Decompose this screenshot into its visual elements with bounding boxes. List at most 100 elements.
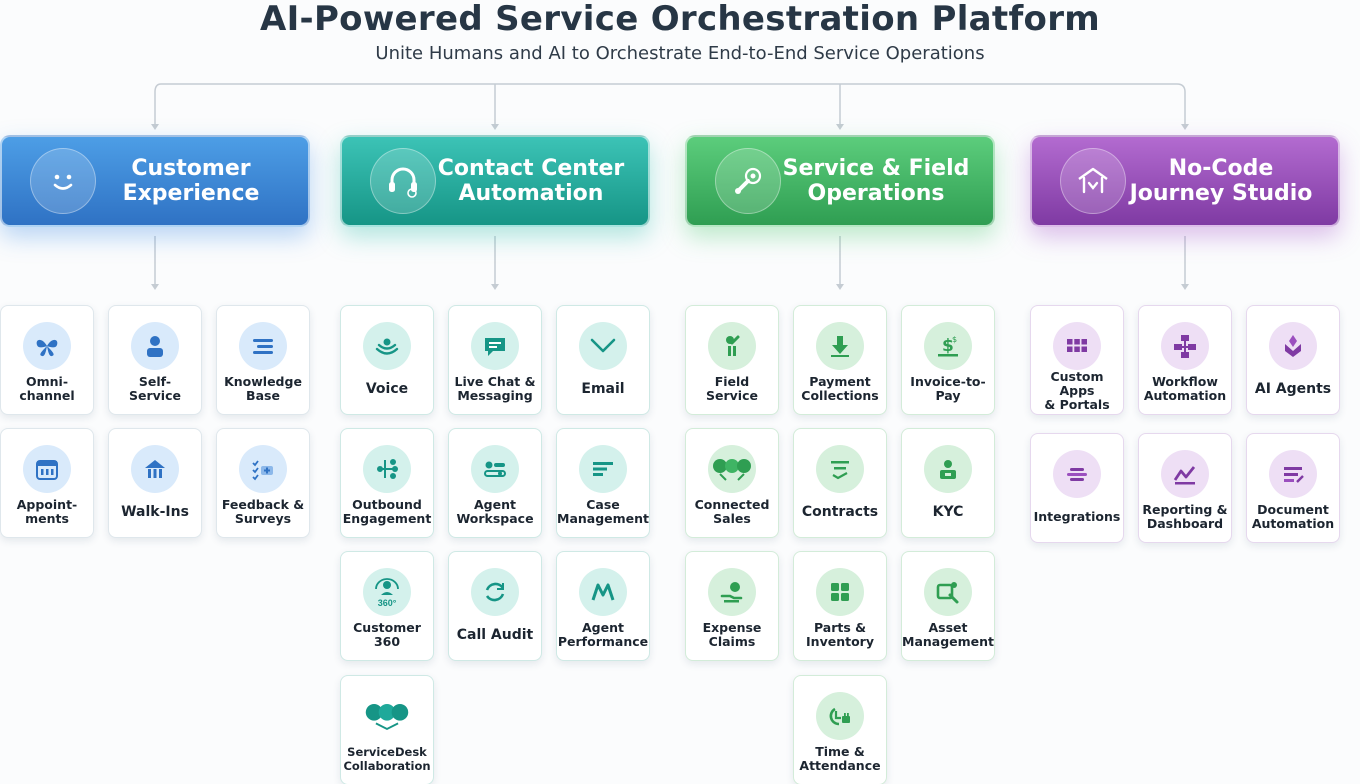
person-icon [131, 322, 179, 370]
pillar-label: No-Code Journey Studio [1129, 156, 1313, 206]
card-expense-claims[interactable]: Expense Claims [685, 551, 779, 661]
case-lines-icon [579, 445, 627, 493]
card-label: Document Automation [1251, 502, 1335, 531]
card-label: Workflow Automation [1143, 374, 1227, 403]
card-payment-collections[interactable]: Payment Collections [793, 305, 887, 415]
card-time-attendance[interactable]: Time & Attendance [793, 675, 887, 784]
card-integrations[interactable]: Integrations [1030, 433, 1124, 543]
performance-m-icon [579, 568, 627, 616]
connector-left-corner [154, 83, 162, 124]
card-custom-apps-portals[interactable]: Custom Apps & Portals [1030, 305, 1124, 415]
card-customer-360[interactable]: 360° Customer 360 [340, 551, 434, 661]
card-label: Voice [365, 381, 409, 397]
pillar-contact-center-automation[interactable]: Contact Center Automation [340, 135, 650, 227]
card-email[interactable]: Email [556, 305, 650, 415]
smiley-face-icon [30, 148, 96, 214]
card-voice[interactable]: Voice [340, 305, 434, 415]
page-title: AI-Powered Service Orchestration Platfor… [259, 0, 1101, 39]
card-ai-agents[interactable]: AI Agents [1246, 305, 1340, 415]
card-live-chat[interactable]: Live Chat & Messaging [448, 305, 542, 415]
card-label: Feedback & Surveys [221, 497, 305, 526]
id-person-icon [924, 445, 972, 493]
workspace-toggle-icon [471, 445, 519, 493]
card-call-audit[interactable]: Call Audit [448, 551, 542, 661]
card-label: Omni- channel [19, 374, 75, 403]
card-label: Email [581, 381, 625, 397]
grid-blocks-icon [816, 568, 864, 616]
card-case-management[interactable]: Case Management [556, 428, 650, 538]
card-label: Field Service [706, 374, 758, 403]
chart-line-icon [1161, 450, 1209, 498]
contract-doc-icon [816, 445, 864, 493]
card-label: Parts & Inventory [806, 620, 874, 649]
card-label: Live Chat & Messaging [454, 374, 536, 403]
card-label: Asset Management [902, 620, 995, 649]
headset-icon [370, 148, 436, 214]
customer-360-badge: 360° [377, 597, 397, 608]
journey-house-icon [1060, 148, 1126, 214]
card-servicedesk-collaboration[interactable]: ServiceDesk Collaboration [340, 675, 434, 784]
card-omnichannel[interactable]: Omni- channel [0, 305, 94, 415]
voice-waves-icon [363, 322, 411, 370]
ai-agent-icon [1269, 322, 1317, 370]
card-label: Connected Sales [694, 497, 770, 526]
card-feedback-surveys[interactable]: Feedback & Surveys [216, 428, 310, 538]
card-label: ServiceDesk Collaboration [343, 745, 431, 773]
knowledge-list-icon [239, 322, 287, 370]
card-field-service[interactable]: Field Service [685, 305, 779, 415]
connected-people-icon [708, 445, 756, 493]
card-label: Walk-Ins [121, 504, 189, 520]
card-label: AI Agents [1254, 381, 1332, 397]
svg-text:$: $ [952, 335, 957, 344]
store-icon [131, 445, 179, 493]
refresh-cycle-icon [471, 568, 519, 616]
expense-hand-icon [708, 568, 756, 616]
card-agent-performance[interactable]: Agent Performance [556, 551, 650, 661]
card-workflow-automation[interactable]: Workflow Automation [1138, 305, 1232, 415]
card-self-service[interactable]: Self- Service [108, 305, 202, 415]
pillar-customer-experience[interactable]: Customer Experience [0, 135, 310, 227]
page-subtitle: Unite Humans and AI to Orchestrate End-t… [375, 43, 985, 64]
card-kyc[interactable]: KYC [901, 428, 995, 538]
card-label: Customer 360 [353, 620, 421, 649]
card-label: Custom Apps & Portals [1044, 369, 1110, 412]
dollar-icon: $$ [924, 322, 972, 370]
svg-text:$: $ [942, 336, 954, 356]
asset-search-icon [924, 568, 972, 616]
card-label: Case Management [557, 497, 650, 526]
chat-bubble-icon [471, 322, 519, 370]
card-label: Call Audit [456, 627, 534, 643]
card-connected-sales[interactable]: Connected Sales [685, 428, 779, 538]
card-outbound-engagement[interactable]: Outbound Engagement [340, 428, 434, 538]
card-knowledge-base[interactable]: Knowledge Base [216, 305, 310, 415]
card-parts-inventory[interactable]: Parts & Inventory [793, 551, 887, 661]
customer-360-icon: 360° [363, 568, 411, 616]
card-asset-management[interactable]: Asset Management [901, 551, 995, 661]
card-contracts[interactable]: Contracts [793, 428, 887, 538]
card-label: Payment Collections [801, 374, 879, 403]
calendar-icon [23, 445, 71, 493]
card-label: Outbound Engagement [342, 497, 432, 526]
connector-top-bar [161, 83, 1186, 93]
pillar-no-code-journey-studio[interactable]: No-Code Journey Studio [1030, 135, 1340, 227]
card-label: Agent Workspace [456, 497, 534, 526]
card-reporting-dashboard[interactable]: Reporting & Dashboard [1138, 433, 1232, 543]
download-arrow-icon [816, 322, 864, 370]
card-label: KYC [932, 504, 964, 520]
card-appointments[interactable]: Appoint- ments [0, 428, 94, 538]
people-link-icon [363, 692, 411, 740]
card-document-automation[interactable]: Document Automation [1246, 433, 1340, 543]
card-label: Appoint- ments [16, 497, 78, 526]
card-walk-ins[interactable]: Walk-Ins [108, 428, 202, 538]
document-lines-icon [1269, 450, 1317, 498]
pillar-service-field-operations[interactable]: Service & Field Operations [685, 135, 995, 227]
card-invoice-to-pay[interactable]: $$ Invoice-to- Pay [901, 305, 995, 415]
card-agent-workspace[interactable]: Agent Workspace [448, 428, 542, 538]
card-label: Reporting & Dashboard [1142, 502, 1228, 531]
pillar-label: Contact Center Automation [437, 156, 625, 206]
apps-grid-icon [1053, 322, 1101, 370]
pillar-label: Service & Field Operations [782, 156, 970, 206]
card-label: Contracts [801, 504, 879, 520]
pillar-label: Customer Experience [122, 156, 260, 206]
workflow-icon [1161, 322, 1209, 370]
